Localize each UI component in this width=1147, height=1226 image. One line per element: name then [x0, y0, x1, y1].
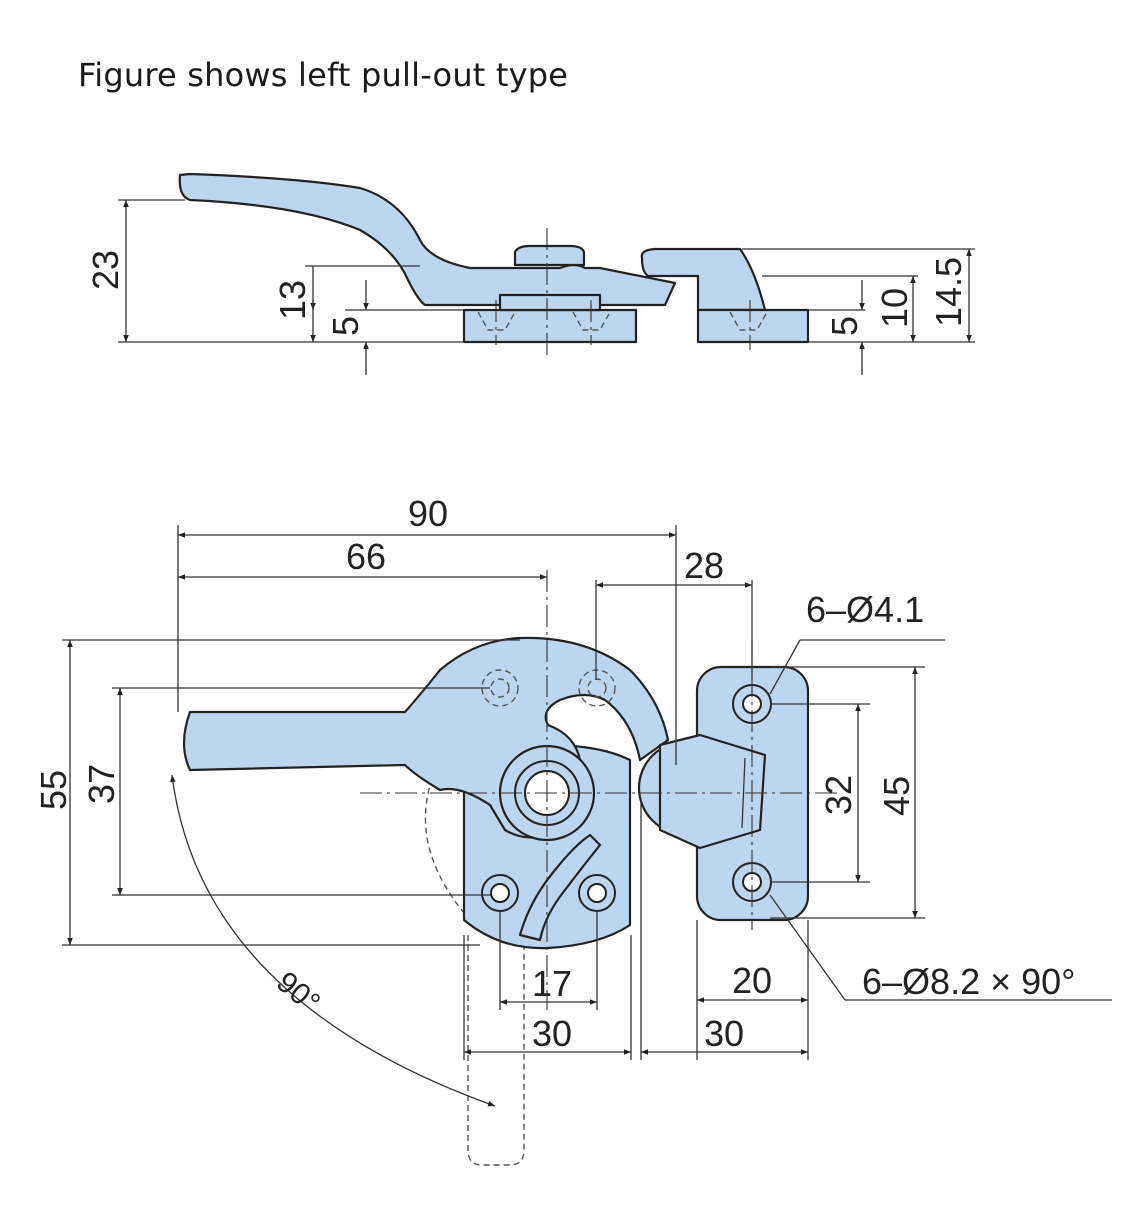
dim-32: 32	[818, 775, 859, 815]
swing-arc-ghost	[467, 935, 525, 1166]
callout-thru-holes: 6–Ø4.1	[806, 589, 924, 630]
dim-17: 17	[532, 963, 572, 1004]
dim-20: 20	[732, 960, 772, 1001]
dim-55: 55	[33, 770, 74, 810]
dim-45: 45	[876, 776, 917, 816]
strike-jaw	[658, 733, 767, 850]
dim-30-strike: 30	[704, 1013, 744, 1054]
callout-countersink: 6–Ø8.2 × 90°	[862, 961, 1076, 1002]
body-hole-tr	[578, 669, 616, 707]
dim-66: 66	[346, 536, 386, 577]
dim-5-left: 5	[325, 316, 366, 336]
side-knob	[513, 244, 586, 267]
dim-10: 10	[874, 288, 915, 328]
side-strike	[640, 247, 767, 312]
dim-37: 37	[81, 764, 122, 804]
side-handle	[178, 172, 677, 307]
dim-30-body: 30	[532, 1013, 572, 1054]
body-hole-tl	[481, 669, 519, 707]
side-strike-base	[696, 308, 810, 344]
side-view: 23 13 5 5 10 14.5	[85, 172, 975, 375]
figure-caption: Figure shows left pull-out type	[78, 56, 569, 94]
dim-swing-angle: 90°	[270, 965, 326, 1019]
dim-14-5: 14.5	[928, 257, 969, 327]
cam-lock	[518, 833, 602, 942]
dim-13: 13	[272, 280, 313, 320]
body-hole-bl	[481, 874, 519, 912]
side-body-base	[462, 308, 638, 344]
top-view: 90 66 28 55 37 32 45 17 30 20 30 90°	[33, 493, 1112, 1166]
dim-28: 28	[684, 545, 724, 586]
dim-5-right: 5	[824, 316, 865, 336]
side-body-boss	[498, 293, 602, 312]
body-hole-br	[578, 874, 616, 912]
dim-90: 90	[408, 493, 448, 534]
dim-23: 23	[85, 250, 126, 290]
